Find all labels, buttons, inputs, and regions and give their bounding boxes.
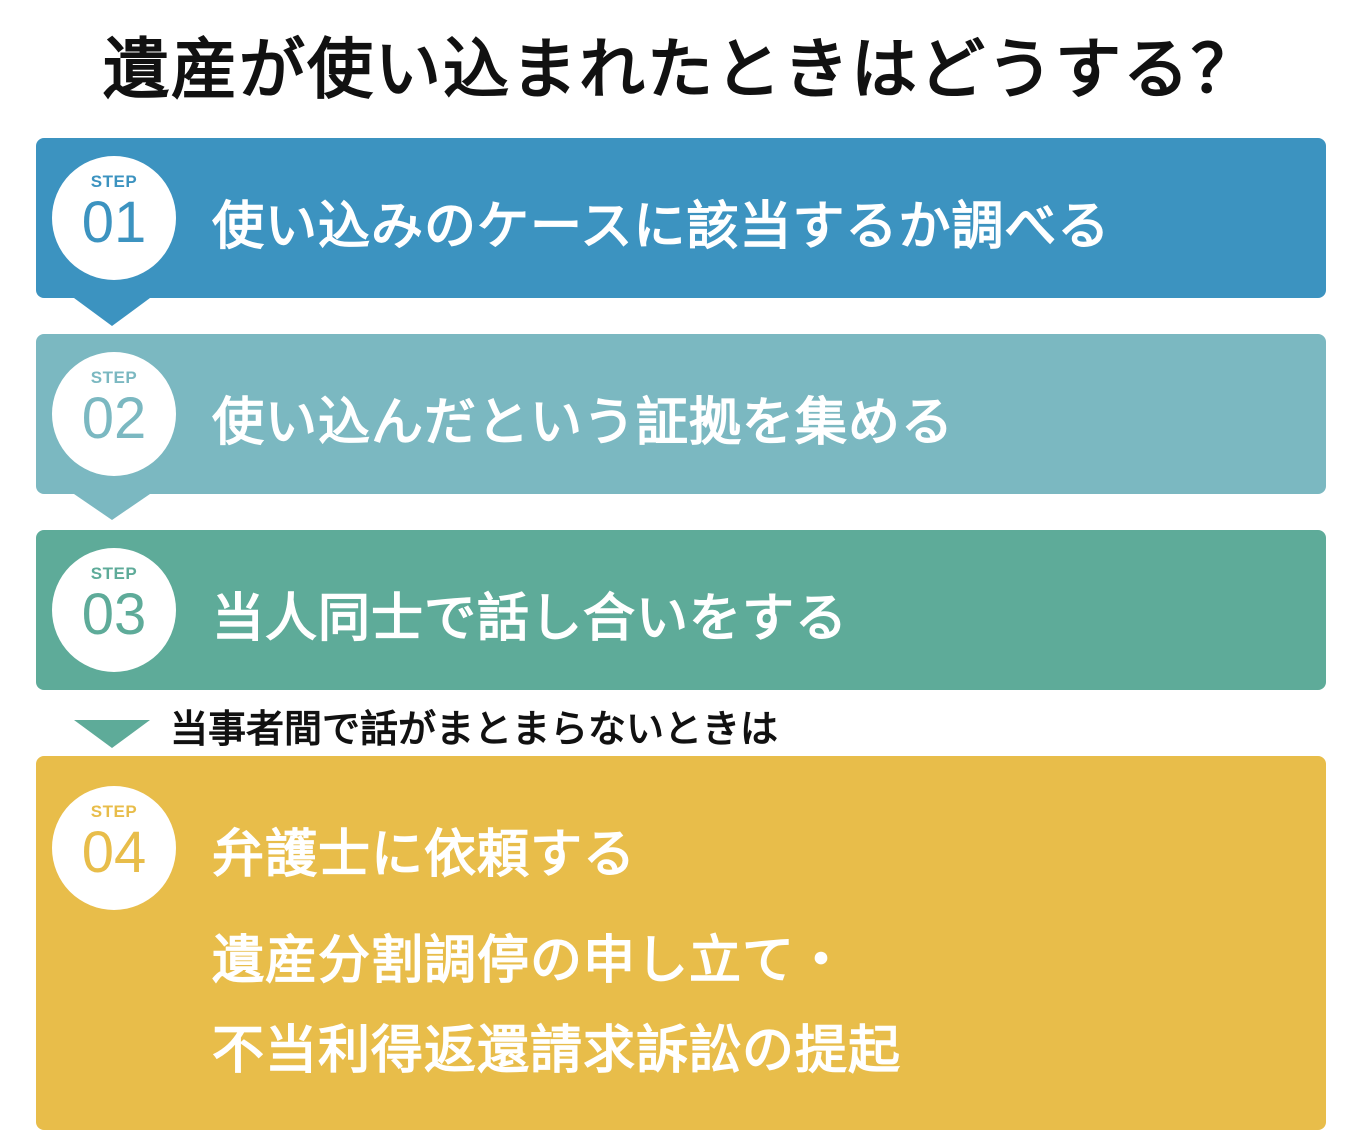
- step-04-detail-line-1: 遺産分割調停の申し立て・: [212, 931, 849, 991]
- step-02-badge: STEP 02: [52, 352, 176, 476]
- step-02-box: STEP 02 使い込んだという証拠を集める: [36, 334, 1326, 494]
- step-03-badge: STEP 03: [52, 548, 176, 672]
- step-label: STEP: [90, 564, 138, 583]
- page-title: 遺産が使い込まれたときはどうする？: [103, 31, 1259, 108]
- step-01-title: 使い込みのケースに該当するか調べる: [212, 197, 1111, 257]
- step-number: 03: [81, 582, 147, 647]
- step-label: STEP: [90, 802, 138, 821]
- arrow-down-icon: [74, 298, 150, 326]
- arrow-down-icon: [74, 494, 150, 520]
- step-01-box: STEP 01 使い込みのケースに該当するか調べる: [36, 138, 1326, 298]
- step-number: 02: [81, 386, 147, 451]
- step-03-box: STEP 03 当人同士で話し合いをする: [36, 530, 1326, 690]
- arrow-down-icon: [74, 720, 150, 748]
- step-01-badge: STEP 01: [52, 156, 176, 280]
- step-04-badge: STEP 04: [52, 786, 176, 910]
- step-03-title: 当人同士で話し合いをする: [212, 589, 849, 649]
- step-04-box: STEP 04 弁護士に依頼する 遺産分割調停の申し立て・ 不当利得返還請求訴訟…: [36, 756, 1326, 1130]
- step-label: STEP: [90, 172, 138, 191]
- step-02-title: 使い込んだという証拠を集める: [212, 393, 955, 453]
- step-04-detail-line-2: 不当利得返還請求訴訟の提起: [212, 1021, 902, 1081]
- step-label: STEP: [90, 368, 138, 387]
- step-number: 01: [81, 190, 147, 255]
- step-number: 04: [81, 820, 147, 885]
- transition-note: 当事者間で話がまとまらないときは: [170, 707, 779, 751]
- step-04-title: 弁護士に依頼する: [212, 825, 637, 885]
